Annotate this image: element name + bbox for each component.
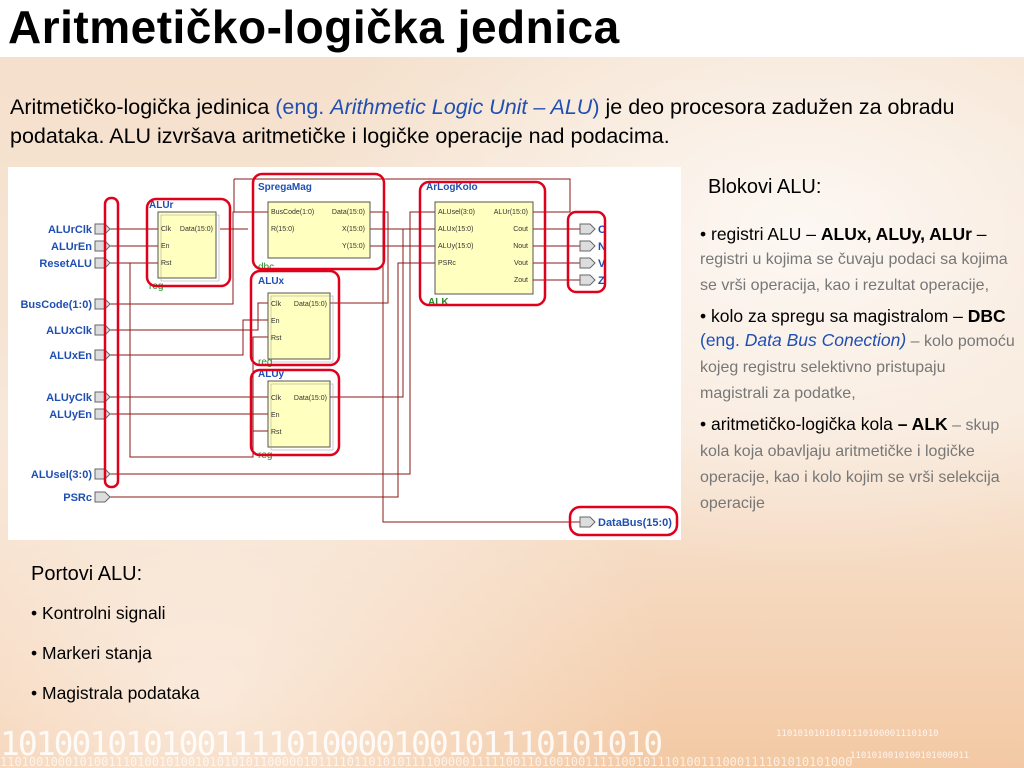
- alk-pin-psrc: PSRc: [438, 260, 456, 267]
- intro-close: ): [592, 95, 600, 119]
- alux-pin-en: En: [271, 318, 280, 325]
- port-aluxen: ALUxEn: [49, 350, 92, 362]
- sprega-pin-r: R(15:0): [271, 226, 294, 233]
- port-v: V: [598, 258, 606, 270]
- aluy-title: ALUy: [258, 369, 285, 380]
- item3-bold: – ALK: [897, 414, 948, 434]
- port-resetalu: ResetALU: [39, 258, 92, 270]
- intro-paragraph: Aritmetičko-logička jedinica (eng. Arith…: [10, 93, 1020, 151]
- item1-dash: –: [971, 224, 987, 244]
- sprega-pin-data: Data(15:0): [332, 209, 365, 216]
- item1-bullet: • registri ALU –: [700, 224, 821, 244]
- port-n: N: [598, 241, 606, 253]
- port-alusel: ALUsel(3:0): [31, 469, 92, 481]
- item2-desc: – kolo pomoću kojeg registru selektivno …: [700, 333, 1015, 402]
- ports-list: • Kontrolni signali • Markeri stanja • M…: [31, 603, 200, 723]
- binary-line-tiny-2: 1101010010100101000011: [850, 751, 970, 761]
- item1-bold: ALUx, ALUy, ALUr: [820, 224, 972, 244]
- alu-diagram: ALUrClk ALUrEn ResetALU BusCode(1:0) ALU…: [8, 167, 681, 540]
- alux-block: ALUx Clk En Rst Data(15:0) reg: [258, 276, 334, 368]
- right-ports: C N V Z DataBus(15:0): [579, 223, 672, 529]
- ports-item-flags: • Markeri stanja: [31, 643, 152, 663]
- ports-item-control: • Kontrolni signali: [31, 603, 166, 623]
- ports-title: Portovi ALU:: [31, 563, 143, 585]
- port-databus: DataBus(15:0): [598, 517, 672, 529]
- alk-title: ArLogKolo: [426, 182, 478, 193]
- alux-pin-clk: Clk: [271, 301, 282, 308]
- alur-block: ALUr Clk En Rst Data(15:0) reg: [149, 200, 220, 292]
- blocks-item-registers: • registri ALU – ALUx, ALUy, ALUr – regi…: [700, 222, 1018, 298]
- blocks-list: • registri ALU – ALUx, ALUy, ALUr – regi…: [700, 222, 1018, 522]
- binary-decoration: 1010010101001111010000100101110101010 11…: [0, 724, 1024, 768]
- port-c: C: [598, 224, 606, 236]
- intro-term: Arithmetic Logic Unit – ALU: [330, 95, 593, 119]
- port-aluyen: ALUyEn: [49, 409, 92, 421]
- ports-item-databus: • Magistrala podataka: [31, 683, 200, 703]
- binary-line-small: 1101001000101001110100101001010101011000…: [0, 755, 853, 768]
- port-z: Z: [598, 275, 605, 287]
- item2-term: Data Bus Conection): [744, 330, 907, 350]
- alu-schematic: ALUrClk ALUrEn ResetALU BusCode(1:0) ALU…: [20, 172, 679, 537]
- alux-pin-rst: Rst: [271, 335, 282, 342]
- item2-bullet: • kolo za spregu sa magistralom –: [700, 306, 968, 326]
- sprega-pin-buscode: BusCode(1:0): [271, 209, 314, 216]
- alur-pin-data: Data(15:0): [180, 226, 213, 233]
- title-bar: Aritmetičko-logička jednica: [0, 0, 1024, 57]
- alk-pin-vout: Vout: [514, 260, 528, 267]
- alk-pin-aluy: ALUy(15:0): [438, 243, 473, 250]
- alur-pin-en: En: [161, 243, 170, 250]
- aluy-pin-clk: Clk: [271, 395, 282, 402]
- alux-pin-data: Data(15:0): [294, 301, 327, 308]
- blocks-item-dbc: • kolo za spregu sa magistralom – DBC (e…: [700, 304, 1018, 406]
- aluy-pin-en: En: [271, 412, 280, 419]
- alk-pin-alux: ALUx(15:0): [438, 226, 473, 233]
- item2-bold: DBC: [967, 306, 1006, 326]
- intro-eng: (eng.: [275, 95, 331, 119]
- aluy-pin-rst: Rst: [271, 429, 282, 436]
- item3-desc: – skup kola koja obavljaju aritmetičke i…: [700, 417, 1000, 512]
- sprega-block: SpregaMag BusCode(1:0) R(15:0) Data(15:0…: [258, 182, 371, 273]
- alur-pin-rst: Rst: [161, 260, 172, 267]
- slide-title: Aritmetičko-logička jednica: [8, 1, 620, 53]
- item1-desc: registri u kojima se čuvaju podaci sa ko…: [700, 251, 1008, 294]
- alur-title: ALUr: [149, 200, 174, 211]
- wires: [110, 178, 580, 523]
- alk-pin-alur: ALUr(15:0): [494, 209, 528, 216]
- alk-block: ArLogKolo ALUsel(3:0) ALUx(15:0) ALUy(15…: [426, 182, 534, 308]
- sprega-footer: dbc: [258, 262, 274, 273]
- port-aluyclk: ALUyClk: [46, 392, 93, 404]
- blocks-item-alk: • aritmetičko-logička kola – ALK – skup …: [700, 412, 1018, 516]
- port-aluxclk: ALUxClk: [46, 325, 93, 337]
- sprega-pin-y: Y(15:0): [342, 243, 365, 250]
- item3-bullet: • aritmetičko-logička kola: [700, 414, 898, 434]
- left-ports: ALUrClk ALUrEn ResetALU BusCode(1:0) ALU…: [20, 223, 111, 504]
- binary-line-tiny-1: 110101010101011101000011101010: [776, 729, 939, 739]
- aluy-pin-data: Data(15:0): [294, 395, 327, 402]
- highlight-outlines: [103, 172, 679, 537]
- alux-footer: reg: [258, 357, 272, 368]
- alk-pin-alusel: ALUsel(3:0): [438, 209, 475, 216]
- alk-pin-zout: Zout: [514, 277, 528, 284]
- blocks-title: Blokovi ALU:: [708, 176, 822, 198]
- intro-text-2: je deo procesora zadužen za obradu podat…: [10, 95, 955, 148]
- sprega-title: SpregaMag: [258, 182, 312, 193]
- port-aluren: ALUrEn: [51, 241, 92, 253]
- alux-title: ALUx: [258, 276, 285, 287]
- port-buscode: BusCode(1:0): [20, 299, 92, 311]
- sprega-pin-x: X(15:0): [342, 226, 365, 233]
- binary-line-large: 1010010101001111010000100101110101010: [0, 724, 663, 763]
- item2-eng: (eng.: [700, 330, 745, 350]
- alk-pin-cout: Cout: [513, 226, 528, 233]
- port-alurclk: ALUrClk: [48, 224, 93, 236]
- alk-footer: ALK: [428, 297, 449, 308]
- port-psrc: PSRc: [63, 492, 92, 504]
- alk-pin-nout: Nout: [513, 243, 528, 250]
- aluy-block: ALUy Clk En Rst Data(15:0) reg: [258, 369, 334, 461]
- alur-pin-clk: Clk: [161, 226, 172, 233]
- intro-text-1: Aritmetičko-logička jedinica: [10, 95, 276, 119]
